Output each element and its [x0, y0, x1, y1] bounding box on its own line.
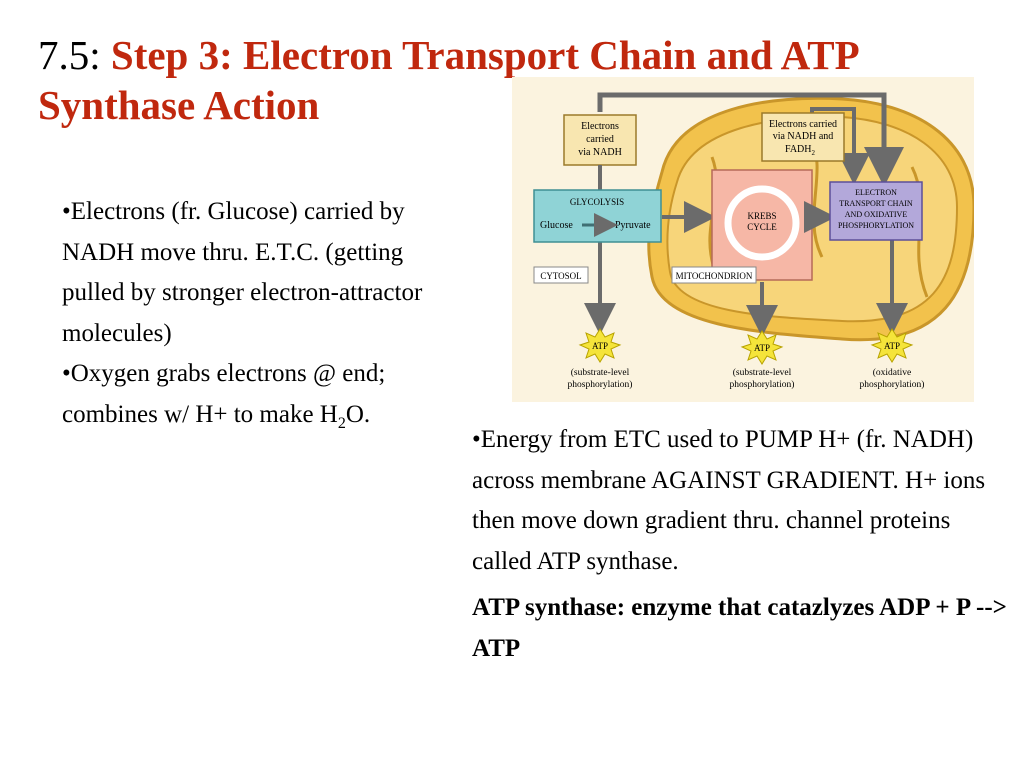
- glycolysis-label: GLYCOLYSIS: [570, 197, 624, 207]
- fadh-label-line-1: Electrons carried: [769, 119, 837, 130]
- mitochondrion-label: MITOCHONDRION: [676, 271, 753, 281]
- atp-label-2: ATP: [754, 343, 770, 353]
- etc-label-line-4: PHOSPHORYLATION: [838, 221, 914, 230]
- etc-box: [829, 181, 923, 241]
- right-bullet-energy: •Energy from ETC used to PUMP H+ (fr. NA…: [472, 426, 986, 575]
- krebs-cycle-ring: [724, 185, 800, 261]
- figure-svg: Electrons carried via NADH Electrons car…: [533, 92, 974, 390]
- left-bullet-oxygen: •Oxygen grabs electrons @ end; combines …: [62, 354, 447, 435]
- fadh-text: FADH: [785, 144, 811, 155]
- krebs-label-line-1: KREBS: [747, 211, 776, 221]
- right-bullets: •Energy from ETC used to PUMP H+ (fr. NA…: [472, 420, 1012, 669]
- atp-label-1: ATP: [592, 341, 608, 351]
- slide-title: 7.5: Step 3: Electron Transport Chain an…: [38, 30, 998, 130]
- fadh-label-line-3: FADH2: [785, 144, 815, 157]
- atp-burst-2: [740, 330, 784, 365]
- cytosol-box: [533, 266, 589, 284]
- fadh-label-line-2: via NADH and: [773, 131, 834, 142]
- etc-label-line-3: AND OXIDATIVE: [845, 210, 908, 219]
- atp1-caption-line-2: phosphorylation): [568, 379, 633, 390]
- atp3-caption-line-1: (oxidative: [873, 367, 912, 378]
- pyruvate-label: Pyruvate: [615, 220, 651, 231]
- left-bullets: •Electrons (fr. Glucose) carried by NADH…: [62, 192, 447, 435]
- nadh-label-line-3: via NADH: [578, 147, 622, 158]
- oxygen-text: •Oxygen grabs electrons @ end; combines …: [62, 360, 386, 428]
- top-arrow: [597, 92, 904, 187]
- water-subscript: 2: [337, 414, 346, 432]
- left-bullet-electrons: •Electrons (fr. Glucose) carried by NADH…: [62, 198, 423, 347]
- cellular-respiration-figure: Electrons carried via NADH Electrons car…: [512, 77, 974, 402]
- atp-burst-1: [578, 328, 622, 363]
- atp-burst-3: [870, 328, 914, 363]
- fadh-label-box: [761, 112, 845, 162]
- title-step: Step 3: Electron Transport Chain and ATP…: [38, 32, 858, 128]
- atp2-caption-line-1: (substrate-level: [733, 367, 792, 378]
- etc-label-line-2: TRANSPORT CHAIN: [839, 199, 913, 208]
- mitochondrion-box: [671, 266, 757, 284]
- atp-label-3: ATP: [884, 341, 900, 351]
- etc-label-line-1: ELECTRON: [855, 188, 897, 197]
- atp2-caption-line-2: phosphorylation): [730, 379, 795, 390]
- atp3-caption-line-2: phosphorylation): [860, 379, 925, 390]
- glucose-label: Glucose: [540, 220, 573, 231]
- nadh-label-line-2: carried: [586, 134, 614, 145]
- right-bullet-atp-synthase: ATP synthase: enzyme that catazlyzes ADP…: [472, 594, 1007, 662]
- fadh-subscript: 2: [811, 149, 815, 157]
- nadh-label-box: [563, 114, 637, 166]
- atp1-caption-line-1: (substrate-level: [571, 367, 630, 378]
- cytosol-label: CYTOSOL: [540, 271, 581, 281]
- krebs-label-line-2: CYCLE: [747, 222, 777, 232]
- oxygen-text-end: O.: [345, 400, 371, 428]
- nadh-label-line-1: Electrons: [581, 121, 619, 132]
- title-number: 7.5:: [38, 32, 101, 78]
